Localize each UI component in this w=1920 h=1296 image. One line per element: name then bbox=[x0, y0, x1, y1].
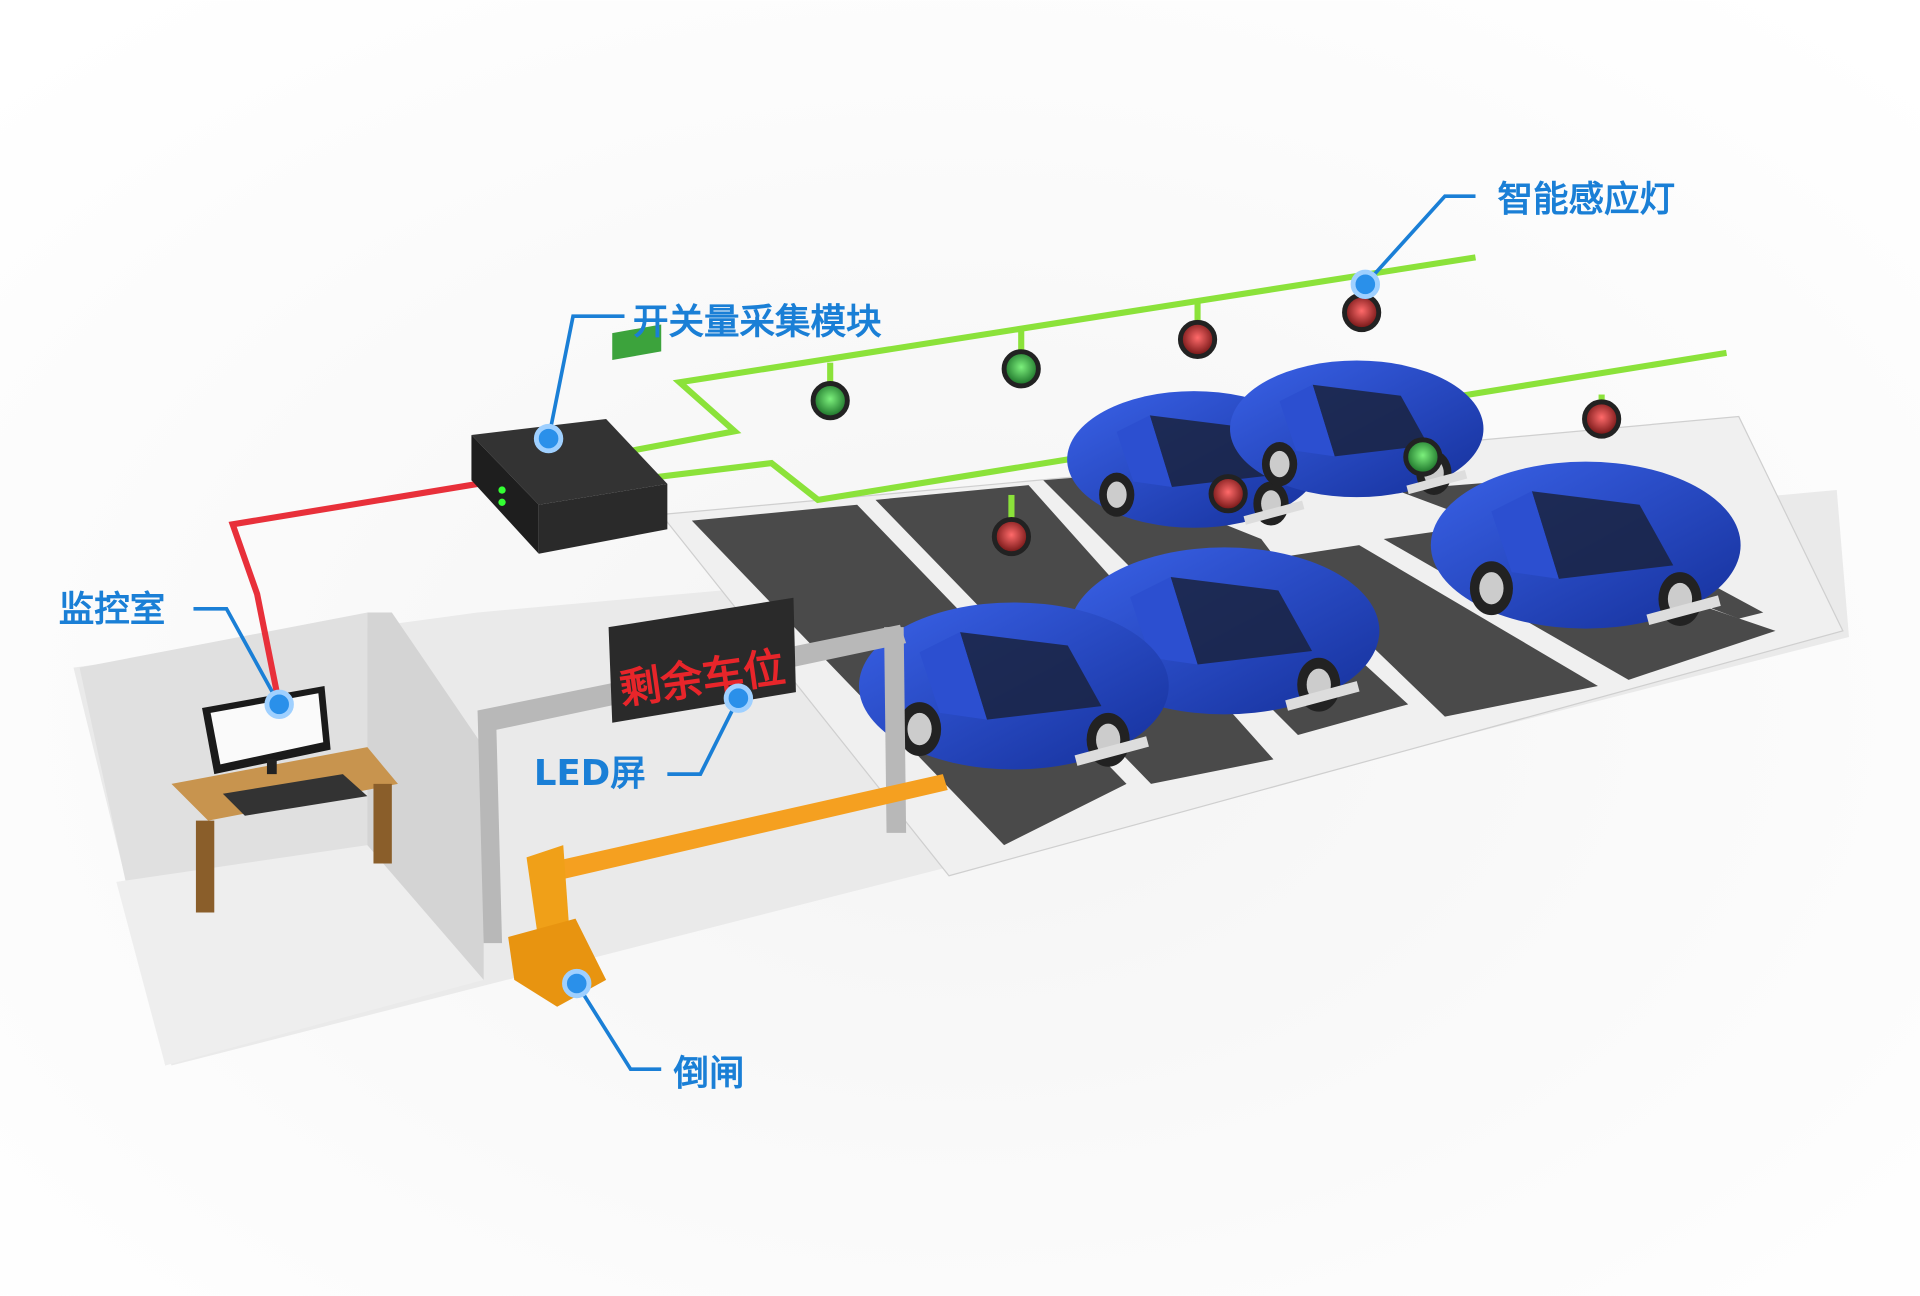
callout-dots bbox=[264, 269, 1380, 999]
car bbox=[1430, 461, 1741, 629]
sensor-light-occupied bbox=[1582, 399, 1622, 439]
control-cable bbox=[228, 480, 479, 705]
sensor-light-occupied bbox=[1177, 319, 1218, 360]
sensor-light-occupied bbox=[1208, 474, 1248, 514]
sensor-light-free bbox=[1403, 437, 1443, 477]
callouts bbox=[193, 194, 1476, 1072]
sensor-lights bbox=[810, 292, 1622, 557]
label-led-screen: LED屏 bbox=[534, 753, 646, 794]
led-screen: 剩余车位 bbox=[608, 597, 796, 723]
label-barrier-gate: 倒闸 bbox=[672, 1053, 744, 1094]
sensor-light-free bbox=[810, 381, 850, 421]
sensor-light-free bbox=[1001, 349, 1041, 389]
car bbox=[1230, 360, 1484, 498]
sensor-light-occupied bbox=[991, 516, 1032, 557]
io-module-box bbox=[471, 324, 668, 554]
label-sensor-light: 智能感应灯 bbox=[1498, 179, 1676, 220]
label-io-module: 开关量采集模块 bbox=[633, 301, 882, 342]
car bbox=[858, 602, 1169, 770]
monitor bbox=[202, 685, 331, 775]
monitor-room bbox=[79, 612, 484, 1066]
label-monitor-room: 监控室 bbox=[59, 589, 166, 630]
keyboard bbox=[222, 774, 368, 816]
sensor-light-occupied bbox=[1342, 292, 1382, 333]
